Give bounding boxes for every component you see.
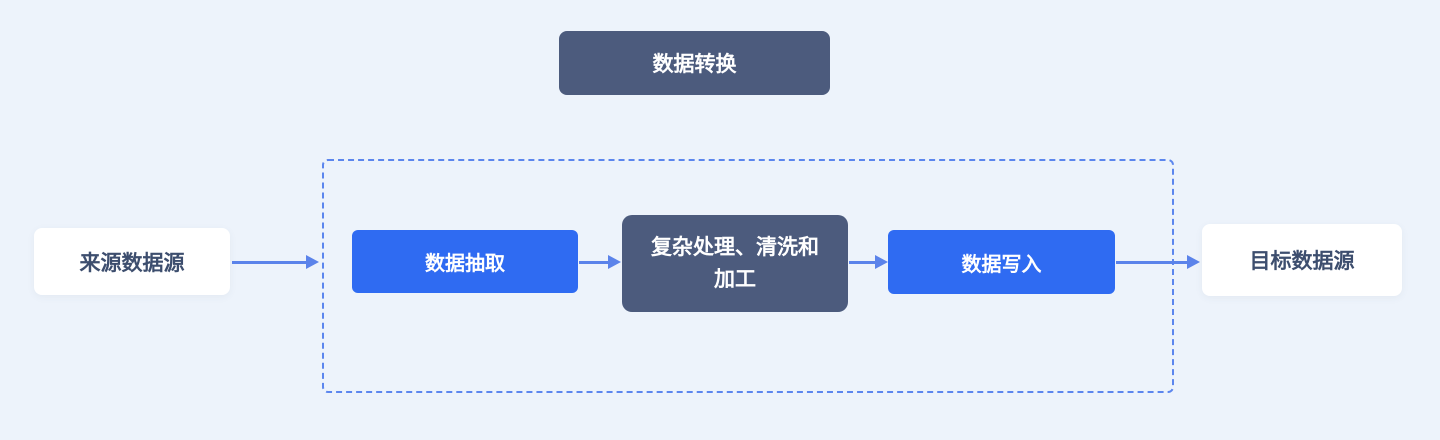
arrow-write-to-target bbox=[1116, 255, 1200, 270]
transform-group-dashed-container bbox=[322, 159, 1174, 393]
node-complex-process-clean: 复杂处理、清洗和加工 bbox=[622, 215, 848, 312]
diagram-title-box: 数据转换 bbox=[559, 31, 830, 95]
arrow-source-to-extract bbox=[232, 255, 319, 270]
arrow-head-icon bbox=[608, 255, 621, 270]
arrow-extract-to-process bbox=[579, 255, 621, 270]
node-data-extract: 数据抽取 bbox=[352, 230, 578, 293]
arrow-head-icon bbox=[1187, 255, 1200, 270]
node-data-write: 数据写入 bbox=[888, 230, 1115, 294]
arrow-process-to-write bbox=[849, 255, 888, 270]
node-target-datasource: 目标数据源 bbox=[1202, 224, 1402, 296]
arrow-head-icon bbox=[306, 255, 319, 270]
node-source-datasource: 来源数据源 bbox=[34, 228, 230, 295]
arrow-head-icon bbox=[875, 255, 888, 270]
